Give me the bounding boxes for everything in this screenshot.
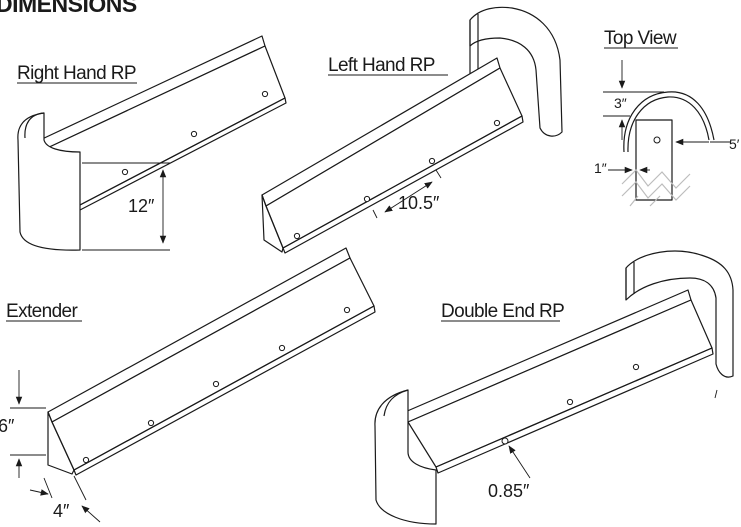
double-end-rp-drawing — [374, 250, 734, 525]
mount-hole — [261, 90, 269, 98]
mount-hole — [343, 306, 351, 314]
right-hand-rp-drawing — [17, 35, 287, 251]
mount-hole — [363, 195, 371, 203]
mount-hole — [428, 157, 436, 165]
dim-right-hand-height: 12″ — [128, 196, 155, 216]
dim-extender-width: 4″ — [53, 501, 70, 521]
mount-hole — [147, 419, 155, 427]
dim-double-end-hole: 0.85″ — [488, 481, 530, 501]
dim-left-hand-spacing: 10.5″ — [398, 193, 440, 213]
left-hand-rp-drawing — [261, 6, 563, 254]
post-hole — [653, 136, 661, 144]
label-left-hand-rp: Left Hand RP — [328, 55, 435, 76]
dim-extender-height: 6″ — [0, 416, 15, 436]
mount-hole — [82, 456, 90, 464]
mount-hole — [293, 232, 301, 240]
top-view-drawing — [603, 60, 730, 207]
dim-top-view-b: 5′ — [729, 136, 740, 152]
dim-top-view-a: 3″ — [614, 95, 627, 111]
mount-hole — [121, 168, 129, 176]
label-double-end-rp: Double End RP — [441, 301, 564, 322]
dim-top-view-c: 1″ — [594, 160, 607, 176]
mount-hole — [190, 130, 198, 138]
mount-hole — [566, 398, 574, 406]
page-title: DIMENSIONS — [0, 0, 137, 17]
mount-hole — [501, 437, 509, 445]
mount-hole — [212, 380, 220, 388]
mount-hole — [278, 344, 286, 352]
mount-hole — [632, 363, 640, 371]
label-extender: Extender — [6, 301, 79, 322]
label-right-hand-rp: Right Hand RP — [17, 63, 136, 84]
label-top-view: Top View — [604, 28, 677, 49]
extender-drawing — [10, 247, 376, 523]
mount-hole — [493, 119, 501, 127]
